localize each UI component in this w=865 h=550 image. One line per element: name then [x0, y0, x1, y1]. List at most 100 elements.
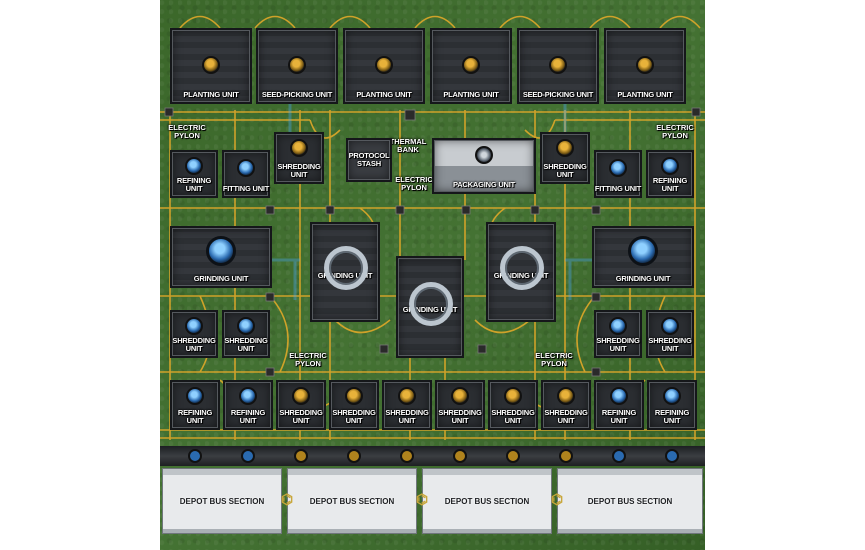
packaging-icon: [475, 146, 493, 164]
shredding-icon: [290, 139, 308, 157]
building-label: FITTING UNIT: [222, 184, 270, 193]
depot-connector-icon: ⌬: [415, 491, 429, 507]
grinder-ring-icon: [324, 246, 368, 290]
grinding-icon: [206, 236, 236, 266]
refining-unit[interactable]: REFINING UNIT: [646, 150, 694, 198]
protocol-stash[interactable]: PROTOCOL STASH: [346, 138, 392, 182]
building-label: SHREDDING UNIT: [385, 408, 429, 425]
depot-bus-section[interactable]: DEPOT BUS SECTION: [162, 468, 282, 534]
shredding-unit[interactable]: SHREDDING UNIT: [276, 380, 326, 430]
seed-picking-unit-2[interactable]: SEED-PICKING UNIT: [517, 28, 599, 104]
refining-icon: [186, 387, 204, 405]
refining-unit[interactable]: REFINING UNIT: [170, 150, 218, 198]
refining-unit[interactable]: REFINING UNIT: [594, 380, 644, 430]
refining-icon: [185, 157, 203, 175]
electric-pylon-label: ELECTRIC PYLON: [168, 123, 206, 140]
shredding-icon: [345, 387, 363, 405]
building-label: SHREDDING UNIT: [596, 336, 640, 353]
grinder-ring-icon: [409, 282, 453, 326]
depot-connector-icon: ⌬: [280, 491, 294, 507]
planting-unit-2[interactable]: PLANTING UNIT: [343, 28, 425, 104]
factory-map[interactable]: PLANTING UNIT SEED-PICKING UNIT PLANTING…: [160, 0, 705, 550]
building-label: PLANTING UNIT: [183, 90, 239, 99]
grinding-icon: [628, 236, 658, 266]
planting-unit-3[interactable]: PLANTING UNIT: [430, 28, 512, 104]
belt-item-icon: [188, 449, 202, 463]
refining-icon: [610, 387, 628, 405]
belt-item-icon: [294, 449, 308, 463]
building-label: REFINING UNIT: [230, 408, 266, 425]
building-label: SHREDDING UNIT: [648, 336, 692, 353]
shredding-icon: [556, 139, 574, 157]
shredding-unit[interactable]: SHREDDING UNIT: [488, 380, 538, 430]
grain-icon: [549, 56, 567, 74]
grain-icon: [288, 56, 306, 74]
shredding-unit[interactable]: SHREDDING UNIT: [540, 132, 590, 184]
shredding-unit[interactable]: SHREDDING UNIT: [170, 310, 218, 358]
grinding-unit[interactable]: GRINDING UNIT: [592, 226, 694, 288]
depot-bus-section[interactable]: ⌬ DEPOT BUS SECTION: [281, 468, 417, 534]
thermal-bank-label: THERMAL BANK: [389, 137, 427, 154]
grain-icon: [636, 56, 654, 74]
refining-unit[interactable]: REFINING UNIT: [223, 380, 273, 430]
grinding-unit[interactable]: GRINDING UNIT: [486, 222, 556, 322]
building-label: PACKAGING UNIT: [452, 180, 516, 189]
building-label: REFINING UNIT: [654, 408, 690, 425]
packaging-unit[interactable]: PACKAGING UNIT: [432, 138, 536, 194]
refining-icon: [239, 387, 257, 405]
building-label: SHREDDING UNIT: [279, 408, 323, 425]
shredding-icon: [504, 387, 522, 405]
refining-icon: [663, 387, 681, 405]
shredding-icon: [451, 387, 469, 405]
shredding-unit[interactable]: SHREDDING UNIT: [646, 310, 694, 358]
grinding-unit[interactable]: GRINDING UNIT: [170, 226, 272, 288]
depot-label: DEPOT BUS SECTION: [444, 496, 530, 506]
depot-connector-icon: ⌬: [550, 491, 564, 507]
shredding-unit[interactable]: SHREDDING UNIT: [222, 310, 270, 358]
fitting-unit[interactable]: FITTING UNIT: [222, 150, 270, 198]
building-label: SEED-PICKING UNIT: [261, 90, 333, 99]
electric-pylon-label: ELECTRIC PYLON: [535, 351, 573, 368]
belt-item-icon: [347, 449, 361, 463]
seed-picking-unit-1[interactable]: SEED-PICKING UNIT: [256, 28, 338, 104]
depot-bus-section[interactable]: ⌬ DEPOT BUS SECTION: [551, 468, 703, 534]
grinding-unit[interactable]: GRINDING UNIT: [396, 256, 464, 358]
building-label: SHREDDING UNIT: [172, 336, 216, 353]
shredding-unit[interactable]: SHREDDING UNIT: [541, 380, 591, 430]
shredding-icon: [398, 387, 416, 405]
shredding-unit[interactable]: SHREDDING UNIT: [435, 380, 485, 430]
planting-unit-1[interactable]: PLANTING UNIT: [170, 28, 252, 104]
building-label: FITTING UNIT: [594, 184, 642, 193]
shredding-icon: [661, 317, 679, 335]
shredding-unit[interactable]: SHREDDING UNIT: [329, 380, 379, 430]
depot-bus-section[interactable]: ⌬ DEPOT BUS SECTION: [416, 468, 552, 534]
fitting-icon: [237, 159, 255, 177]
refining-unit[interactable]: REFINING UNIT: [647, 380, 697, 430]
belt-item-icon: [453, 449, 467, 463]
belt-item-icon: [665, 449, 679, 463]
grain-icon: [462, 56, 480, 74]
building-label: SHREDDING UNIT: [438, 408, 482, 425]
refining-unit[interactable]: REFINING UNIT: [170, 380, 220, 430]
grain-icon: [202, 56, 220, 74]
grinding-unit[interactable]: GRINDING UNIT: [310, 222, 380, 322]
shredding-unit[interactable]: SHREDDING UNIT: [382, 380, 432, 430]
building-label: SHREDDING UNIT: [332, 408, 376, 425]
building-label: SHREDDING UNIT: [224, 336, 268, 353]
depot-label: DEPOT BUS SECTION: [309, 496, 395, 506]
building-label: PLANTING UNIT: [443, 90, 499, 99]
fitting-unit[interactable]: FITTING UNIT: [594, 150, 642, 198]
planting-unit-4[interactable]: PLANTING UNIT: [604, 28, 686, 104]
belt-item-icon: [400, 449, 414, 463]
shredding-unit[interactable]: SHREDDING UNIT: [594, 310, 642, 358]
shredding-icon: [292, 387, 310, 405]
building-label: PLANTING UNIT: [617, 90, 673, 99]
depot-label: DEPOT BUS SECTION: [179, 496, 265, 506]
shredding-unit[interactable]: SHREDDING UNIT: [274, 132, 324, 184]
building-label: GRINDING UNIT: [615, 274, 671, 283]
belt-item-icon: [559, 449, 573, 463]
shredding-icon: [237, 317, 255, 335]
electric-pylon-label: ELECTRIC PYLON: [289, 351, 327, 368]
building-label: REFINING UNIT: [177, 408, 213, 425]
building-label: PLANTING UNIT: [356, 90, 412, 99]
